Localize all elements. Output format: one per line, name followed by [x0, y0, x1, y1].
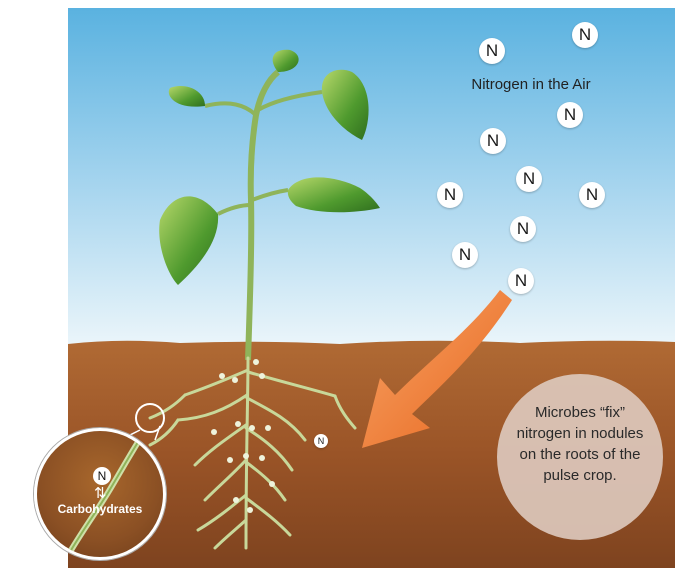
nitrogen-molecule: N: [572, 22, 598, 48]
exchange-arrows-icon: ⇅: [94, 486, 107, 501]
sky: [68, 8, 675, 344]
nitrogen-molecule: N: [480, 128, 506, 154]
soil-nitrogen-molecule: N: [314, 434, 328, 448]
nitrogen-molecule: N: [508, 268, 534, 294]
nitrogen-molecule: N: [579, 182, 605, 208]
nitrogen-molecule: N: [452, 242, 478, 268]
carbohydrates-label: Carbohydrates: [43, 502, 157, 516]
nitrogen-molecule: N: [516, 166, 542, 192]
nitrogen-molecule: N: [510, 216, 536, 242]
callout-text: Microbes “fix” nitrogen in nodules on th…: [513, 402, 647, 486]
magnified-root-inset: N ⇅ Carbohydrates: [34, 428, 166, 560]
nitrogen-molecule: N: [437, 182, 463, 208]
inset-nitrogen-molecule: N: [93, 467, 111, 485]
nitrogen-molecule: N: [479, 38, 505, 64]
nitrogen-molecule: N: [557, 102, 583, 128]
microbe-callout: Microbes “fix” nitrogen in nodules on th…: [497, 374, 663, 540]
air-label: Nitrogen in the Air: [446, 76, 616, 93]
